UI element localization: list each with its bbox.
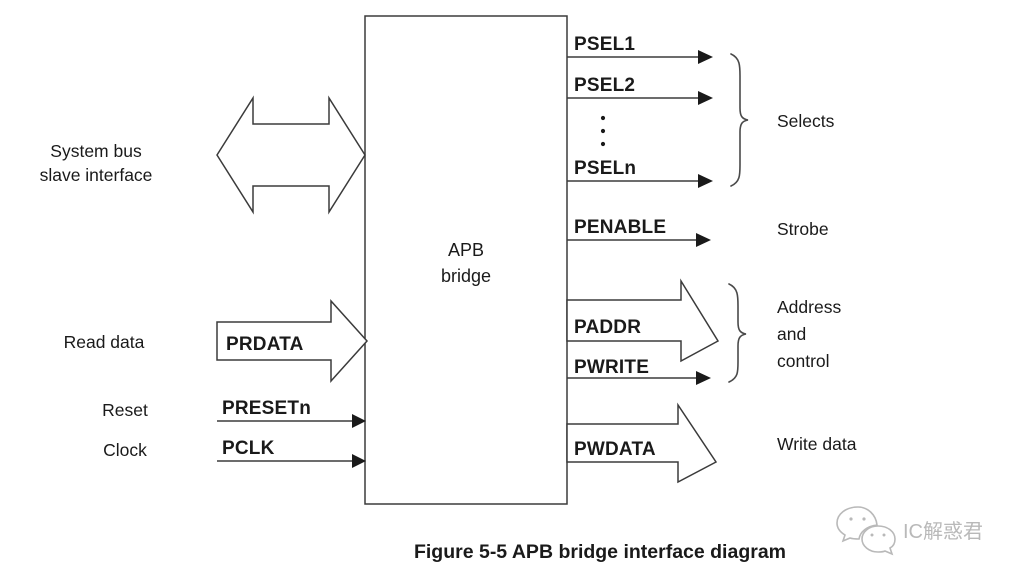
system-bus-label-line2: slave interface [40, 165, 153, 185]
paddr-signal-label: PADDR [574, 317, 641, 338]
read-data-label: Read data [64, 332, 145, 352]
pwrite-signal-label: PWRITE [574, 357, 649, 378]
selects-group-label: Selects [777, 111, 835, 131]
system-bus-slave-interface-arrow [216, 95, 366, 215]
paddr-arrow [566, 278, 720, 363]
pclk-arrow [217, 454, 366, 468]
apb-bridge-label-line2: bridge [441, 266, 491, 286]
wechat-icon [836, 506, 896, 556]
psel2-arrow [567, 91, 713, 105]
system-bus-label-line1: System bus [50, 141, 142, 161]
watermark-text: IC解惑君 [903, 520, 983, 543]
psel1-arrow [567, 50, 713, 64]
clock-label: Clock [103, 440, 147, 460]
penable-arrow [567, 233, 711, 247]
pwdata-arrow [566, 402, 718, 484]
write-data-group-label: Write data [777, 434, 857, 454]
prdata-arrow [216, 299, 369, 383]
vertical-ellipsis [600, 115, 606, 147]
address-control-brace [728, 283, 747, 383]
presetn-arrow [217, 414, 366, 428]
address-control-label-line1: Address [777, 297, 841, 317]
address-control-label-line3: control [777, 351, 830, 371]
pseln-signal-label: PSELn [574, 158, 636, 179]
pclk-signal-label: PCLK [222, 438, 275, 459]
psel1-signal-label: PSEL1 [574, 34, 635, 55]
figure-caption: Figure 5-5 APB bridge interface diagram [414, 541, 786, 563]
pseln-arrow [567, 174, 713, 188]
presetn-signal-label: PRESETn [222, 398, 311, 419]
reset-label: Reset [102, 400, 148, 420]
address-control-label-line2: and [777, 324, 806, 344]
prdata-signal-label: PRDATA [226, 334, 304, 355]
apb-bridge-label-line1: APB [448, 240, 484, 260]
watermark: IC解惑君 [836, 506, 983, 556]
psel2-signal-label: PSEL2 [574, 75, 635, 96]
penable-signal-label: PENABLE [574, 217, 666, 238]
apb-bridge-block [364, 15, 568, 505]
strobe-group-label: Strobe [777, 219, 829, 239]
selects-brace [730, 53, 749, 187]
pwrite-arrow [567, 371, 711, 385]
pwdata-signal-label: PWDATA [574, 439, 656, 460]
